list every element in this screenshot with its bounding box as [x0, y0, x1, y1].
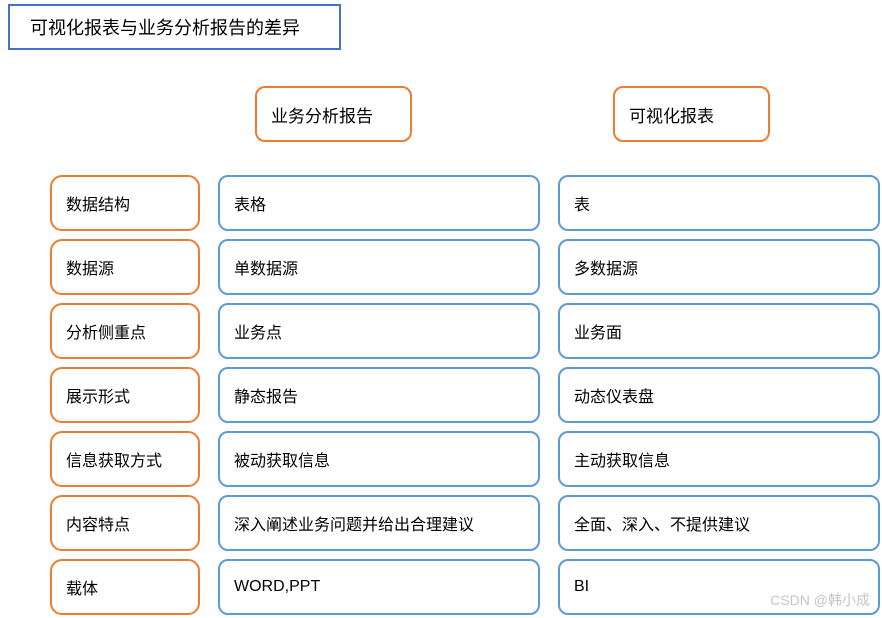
cell-business-report: 深入阐述业务问题并给出合理建议 — [218, 495, 540, 551]
cell-business-report: 被动获取信息 — [218, 431, 540, 487]
cell-text: 静态报告 — [234, 389, 299, 406]
cell-text: 深入阐述业务问题并给出合理建议 — [234, 517, 475, 534]
cell-business-report: WORD,PPT — [218, 559, 540, 615]
cell-business-report: 表格 — [218, 175, 540, 231]
cell-text: 表 — [574, 197, 591, 214]
header-visual-report-label: 可视化报表 — [629, 106, 714, 126]
visual-report-column: 表 多数据源 业务面 动态仪表盘 主动获取信息 全面、深入、不提供建议 BI — [558, 175, 880, 615]
row-label-data-source: 数据源 — [50, 239, 200, 295]
cell-business-report: 单数据源 — [218, 239, 540, 295]
cell-visual-report: 表 — [558, 175, 880, 231]
cell-text: 单数据源 — [234, 261, 299, 278]
header-business-analysis-report-label: 业务分析报告 — [271, 106, 373, 126]
row-labels-column: 数据结构 数据源 分析侧重点 展示形式 信息获取方式 内容特点 载体 — [50, 175, 200, 615]
row-label-info-acquisition: 信息获取方式 — [50, 431, 200, 487]
cell-text: WORD,PPT — [234, 578, 321, 595]
cell-visual-report: 业务面 — [558, 303, 880, 359]
row-label-text: 数据源 — [66, 261, 115, 278]
diagram-title-box: 可视化报表与业务分析报告的差异 — [8, 4, 341, 50]
header-visual-report: 可视化报表 — [613, 86, 770, 142]
cell-visual-report: 全面、深入、不提供建议 — [558, 495, 880, 551]
cell-text: 动态仪表盘 — [574, 389, 655, 406]
cell-text: 业务面 — [574, 325, 623, 342]
row-label-display-form: 展示形式 — [50, 367, 200, 423]
csdn-watermark: CSDN @韩小成 — [770, 592, 870, 608]
cell-visual-report: 多数据源 — [558, 239, 880, 295]
row-label-text: 信息获取方式 — [66, 453, 163, 470]
cell-text: 全面、深入、不提供建议 — [574, 517, 751, 534]
cell-business-report: 业务点 — [218, 303, 540, 359]
cell-visual-report: 主动获取信息 — [558, 431, 880, 487]
row-label-text: 展示形式 — [66, 389, 131, 406]
cell-text: 被动获取信息 — [234, 453, 331, 470]
cell-text: 表格 — [234, 197, 267, 214]
cell-text: 多数据源 — [574, 261, 639, 278]
business-report-column: 表格 单数据源 业务点 静态报告 被动获取信息 深入阐述业务问题并给出合理建议 … — [218, 175, 540, 615]
row-label-analysis-focus: 分析侧重点 — [50, 303, 200, 359]
row-label-text: 数据结构 — [66, 197, 131, 214]
row-label-data-structure: 数据结构 — [50, 175, 200, 231]
cell-text: BI — [574, 578, 590, 595]
cell-text: 业务点 — [234, 325, 283, 342]
cell-visual-report: 动态仪表盘 — [558, 367, 880, 423]
row-label-text: 内容特点 — [66, 517, 131, 534]
cell-business-report: 静态报告 — [218, 367, 540, 423]
cell-text: 主动获取信息 — [574, 453, 671, 470]
row-label-text: 载体 — [66, 581, 99, 598]
cell-visual-report: BI — [558, 559, 880, 615]
diagram-title: 可视化报表与业务分析报告的差异 — [30, 18, 300, 38]
row-label-text: 分析侧重点 — [66, 325, 147, 342]
row-label-content-feature: 内容特点 — [50, 495, 200, 551]
header-business-analysis-report: 业务分析报告 — [255, 86, 412, 142]
row-label-carrier: 载体 — [50, 559, 200, 615]
